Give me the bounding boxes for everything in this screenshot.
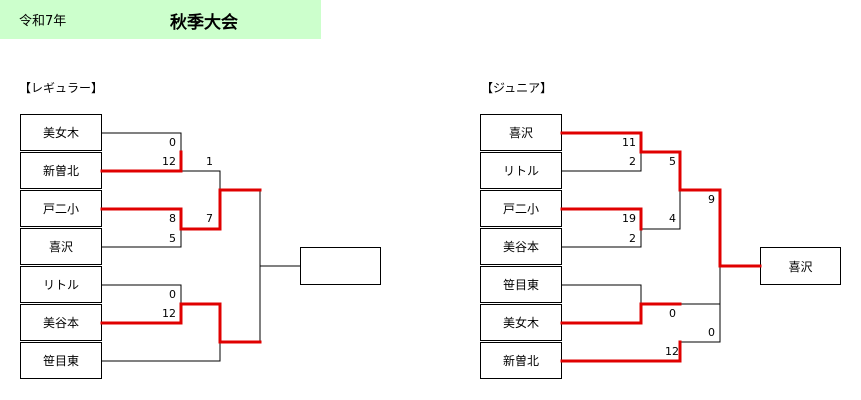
regular-win-line bbox=[179, 188, 262, 231]
junior-line bbox=[561, 284, 642, 305]
junior-line bbox=[679, 303, 721, 343]
junior-line bbox=[561, 228, 642, 248]
event-title: 秋季大会 bbox=[170, 13, 238, 33]
era-label: 令和7年 bbox=[19, 14, 67, 29]
junior-score-r2-1: 5 bbox=[669, 155, 676, 168]
junior-score-2: 2 bbox=[629, 155, 636, 168]
junior-score-5: 0 bbox=[669, 307, 676, 320]
junior-win-line bbox=[560, 131, 762, 268]
junior-score-3: 19 bbox=[622, 212, 636, 225]
regular-score-2: 12 bbox=[162, 155, 176, 168]
junior-score-4: 2 bbox=[629, 232, 636, 245]
junior-team-5: 笹目東 bbox=[480, 266, 562, 303]
junior-score-r3-2: 0 bbox=[708, 326, 715, 339]
junior-win-line bbox=[560, 207, 643, 231]
junior-line bbox=[561, 151, 642, 172]
junior-score-1: 11 bbox=[622, 136, 636, 149]
regular-section-label: 【レギュラー】 bbox=[19, 81, 104, 95]
regular-team-5: リトル bbox=[20, 266, 102, 303]
junior-score-r2-2: 4 bbox=[669, 212, 676, 225]
junior-section-label: 【ジュニア】 bbox=[481, 81, 553, 95]
regular-win-line bbox=[100, 150, 183, 173]
regular-score-4: 5 bbox=[169, 232, 176, 245]
regular-champion-box bbox=[300, 247, 381, 285]
junior-win-line bbox=[560, 340, 682, 363]
regular-win-line bbox=[100, 207, 183, 231]
regular-team-1: 美女木 bbox=[20, 114, 102, 151]
regular-win-line bbox=[100, 302, 262, 344]
regular-score-1: 0 bbox=[169, 136, 176, 149]
regular-line bbox=[101, 284, 182, 305]
regular-score-r2-1: 1 bbox=[206, 155, 213, 168]
regular-score-5: 0 bbox=[169, 288, 176, 301]
junior-team-2: リトル bbox=[480, 152, 562, 189]
regular-score-3: 8 bbox=[169, 212, 176, 225]
junior-win-line bbox=[560, 302, 682, 325]
junior-score-r2-3: 12 bbox=[665, 345, 679, 358]
regular-line bbox=[101, 132, 182, 153]
regular-score-6: 12 bbox=[162, 307, 176, 320]
regular-line bbox=[180, 170, 221, 191]
junior-champion-box: 喜沢 bbox=[760, 247, 841, 285]
junior-team-7: 新曽北 bbox=[480, 342, 562, 379]
regular-line bbox=[101, 341, 221, 362]
title-band bbox=[0, 0, 321, 39]
junior-team-4: 美谷本 bbox=[480, 228, 562, 265]
regular-team-7: 笹目東 bbox=[20, 342, 102, 379]
junior-line bbox=[640, 189, 681, 230]
regular-team-3: 戸二小 bbox=[20, 190, 102, 227]
regular-line bbox=[101, 228, 182, 248]
regular-team-4: 喜沢 bbox=[20, 228, 102, 265]
regular-team-6: 美谷本 bbox=[20, 304, 102, 341]
regular-score-r2-2: 7 bbox=[206, 212, 213, 225]
junior-score-r3-1: 9 bbox=[708, 193, 715, 206]
